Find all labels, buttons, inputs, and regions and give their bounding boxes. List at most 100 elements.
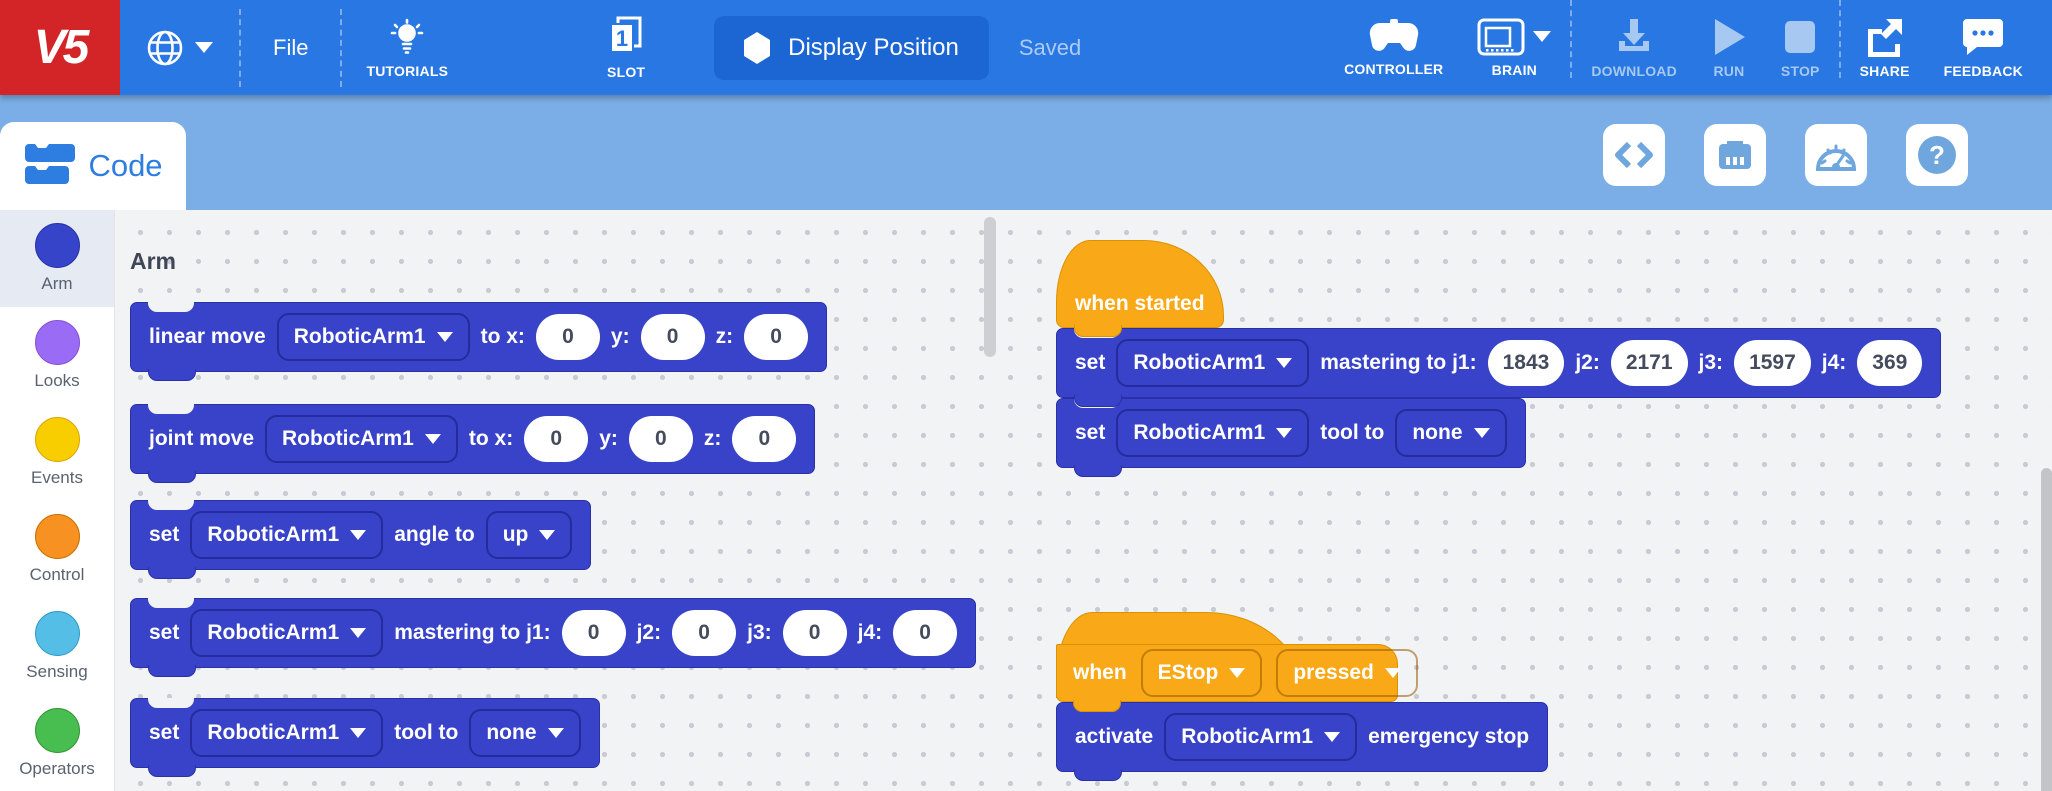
chevron-down-icon (1276, 428, 1293, 438)
number-input[interactable]: 0 (672, 610, 737, 656)
pressed-dropdown[interactable]: pressed (1276, 649, 1418, 697)
number-input[interactable]: 1843 (1487, 340, 1565, 386)
help-button[interactable]: ? (1906, 124, 1968, 186)
controller-button[interactable]: CONTROLLER (1327, 0, 1460, 95)
feedback-button[interactable]: FEEDBACK (1927, 0, 2040, 95)
number-input[interactable]: 0 (628, 416, 693, 462)
number-input[interactable]: 0 (732, 416, 797, 462)
sidebar-item-events[interactable]: Events (0, 404, 114, 501)
share-button[interactable]: SHARE (1843, 0, 1927, 95)
svg-text:1: 1 (616, 26, 628, 51)
device-port-button[interactable] (1704, 124, 1766, 186)
download-button[interactable]: DOWNLOAD (1574, 0, 1694, 95)
dropdown-value: RoboticArm1 (282, 427, 414, 450)
roboticarm1-dropdown[interactable]: RoboticArm1 (1164, 713, 1358, 761)
block-label: mastering to j1: (1320, 351, 1477, 374)
number-input[interactable]: 0 (561, 610, 626, 656)
workspace-scrollbar[interactable] (2041, 468, 2052, 791)
view-tool-buttons: ? (1603, 124, 1968, 186)
activate-emergency-stop-block[interactable]: activate RoboticArm1 emergency stop (1056, 702, 1549, 781)
up-dropdown[interactable]: up (485, 511, 573, 559)
sidebar-item-arm[interactable]: Arm (0, 210, 114, 307)
startup-stack: when started set RoboticArm1 mastering to j… (1056, 240, 1942, 477)
brain-button[interactable]: BRAIN (1460, 0, 1568, 95)
block-label: set (1075, 421, 1106, 444)
number-input[interactable]: 1597 (1734, 340, 1811, 386)
code-toolbar: Code (0, 95, 2052, 210)
feedback-icon (1961, 17, 2005, 57)
block-label: emergency stop (1368, 725, 1530, 748)
slot-document-icon: 1 (604, 16, 648, 58)
tutorials-button[interactable]: TUTORIALS (344, 17, 470, 79)
number-input[interactable]: 0 (744, 314, 809, 360)
block-label: to x: (468, 427, 514, 450)
stop-icon (1783, 17, 1817, 57)
chevron-down-icon (436, 332, 453, 342)
none-dropdown[interactable]: none (469, 709, 581, 757)
block-label: j4: (1821, 351, 1847, 374)
estop-dropdown[interactable]: EStop (1140, 649, 1263, 697)
toolbar-left-group: File TUTORIALS (120, 0, 1081, 95)
number-input[interactable]: 0 (782, 610, 847, 656)
dashboard-button[interactable] (1805, 124, 1867, 186)
toolbar-right-group: CONTROLLER (1327, 0, 2052, 95)
chevron-down-icon (350, 628, 367, 638)
block-label: activate (1075, 725, 1154, 748)
chevron-down-icon (547, 728, 564, 738)
stop-button[interactable]: STOP (1764, 0, 1837, 95)
roboticarm1-dropdown[interactable]: RoboticArm1 (276, 313, 470, 361)
sidebar-item-looks[interactable]: Looks (0, 307, 114, 404)
none-dropdown[interactable]: none (1395, 409, 1507, 457)
palette-scrollbar[interactable] (984, 217, 996, 357)
number-input[interactable]: 0 (893, 610, 958, 656)
number-input[interactable]: 0 (640, 314, 705, 360)
run-button[interactable]: RUN (1694, 0, 1764, 95)
number-input[interactable]: 0 (524, 416, 589, 462)
category-label: Control (29, 565, 85, 584)
sidebar-item-control[interactable]: Control (0, 501, 114, 598)
block-label: z: (715, 325, 734, 348)
palette-category-header: Arm (130, 248, 177, 274)
sidebar-item-operators[interactable]: Operators (0, 695, 114, 791)
code-view-button[interactable] (1603, 124, 1665, 186)
dropdown-value: none (486, 721, 537, 744)
roboticarm1-dropdown[interactable]: RoboticArm1 (265, 415, 458, 463)
block-label: j4: (857, 621, 883, 644)
dropdown-value: none (1412, 421, 1463, 444)
tab-code[interactable]: Code (0, 122, 186, 210)
number-input[interactable]: 0 (535, 314, 600, 360)
block-label: z: (703, 427, 722, 450)
project-name-button[interactable]: Display Position (714, 15, 989, 80)
file-menu-button[interactable]: File (273, 34, 309, 60)
slot-button[interactable]: 1 SLOT (582, 16, 670, 80)
roboticarm1-dropdown[interactable]: RoboticArm1 (1116, 339, 1310, 387)
roboticarm1-dropdown[interactable]: RoboticArm1 (190, 609, 384, 657)
chevron-down-icon (350, 728, 367, 738)
language-menu-button[interactable] (120, 27, 237, 69)
roboticarm1-dropdown[interactable]: RoboticArm1 (190, 511, 384, 559)
roboticarm1-dropdown[interactable]: RoboticArm1 (1116, 409, 1310, 457)
sidebar-item-sensing[interactable]: Sensing (0, 598, 114, 695)
when-started-hat[interactable]: when started (1056, 240, 1224, 337)
chevron-down-icon (350, 530, 367, 540)
number-input[interactable]: 369 (1857, 340, 1923, 386)
category-label: Operators (19, 759, 95, 778)
roboticarm1-dropdown[interactable]: RoboticArm1 (190, 709, 384, 757)
chevron-down-icon (195, 42, 213, 53)
number-input[interactable]: 2171 (1610, 340, 1688, 386)
category-label: Arm (41, 274, 73, 293)
